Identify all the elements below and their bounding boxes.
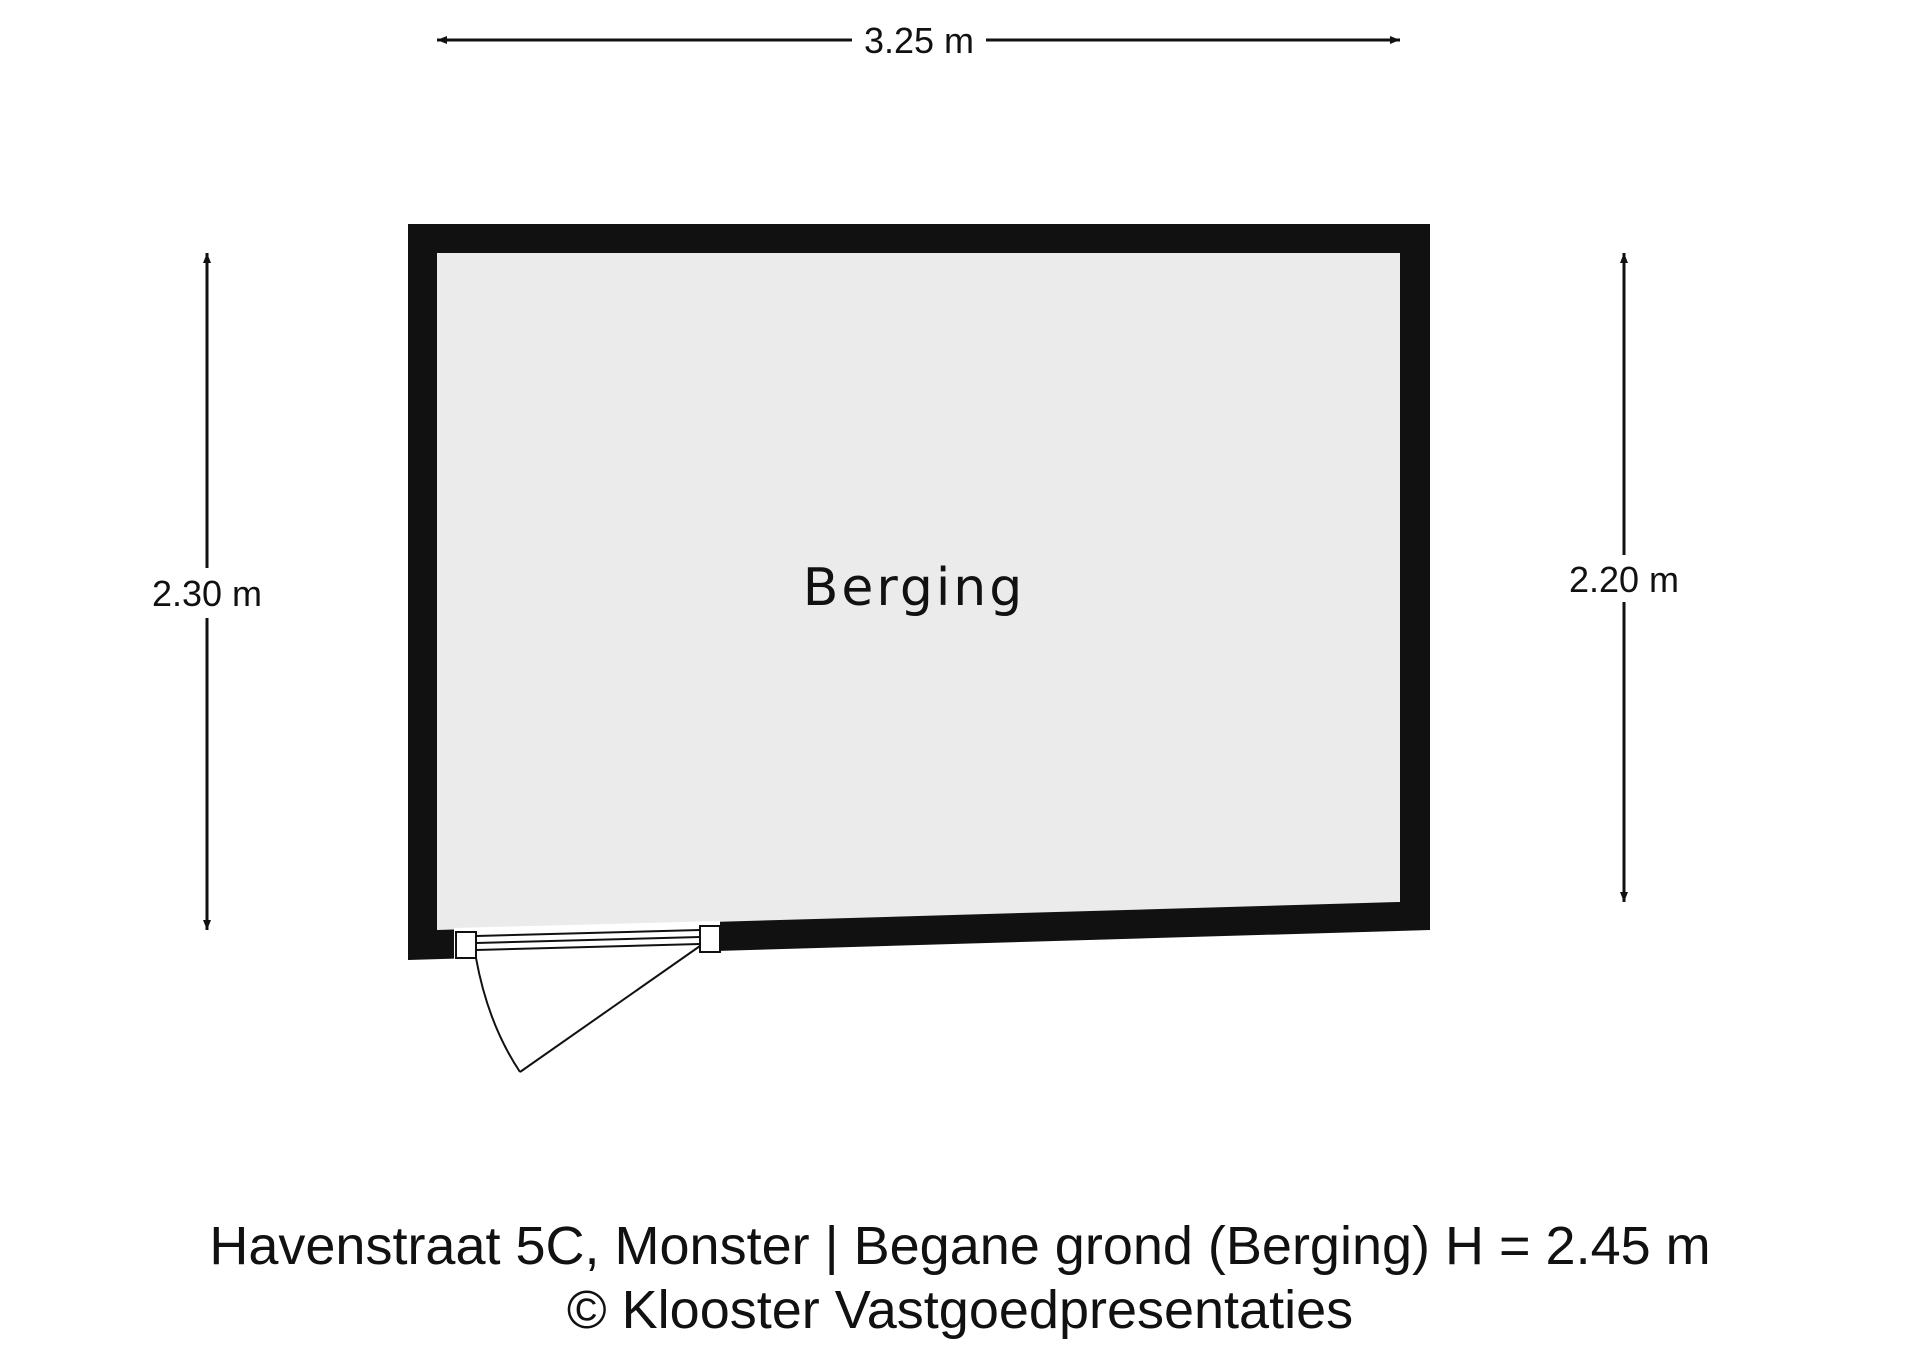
dimension-top-label: 3.25 m [864,20,974,61]
dimension-left: 2.30 m [152,253,262,930]
door-threshold [475,929,701,951]
door-leaf [519,945,701,1073]
dimension-top: 3.25 m [437,20,1400,61]
room-floor [437,253,1400,930]
dimension-right: 2.20 m [1569,253,1679,902]
plan-caption-copyright: © Klooster Vastgoedpresentaties [566,1280,1354,1340]
door-jamb-left [455,931,477,959]
door-swing-arc [475,957,521,1073]
dimension-right-label: 2.20 m [1569,559,1679,600]
plan-caption-address: Havenstraat 5C, Monster | Begane grond (… [209,1216,1711,1276]
dimension-left-label: 2.30 m [152,573,262,614]
door-jamb-right [699,925,721,953]
room-label: Berging [803,558,1026,618]
